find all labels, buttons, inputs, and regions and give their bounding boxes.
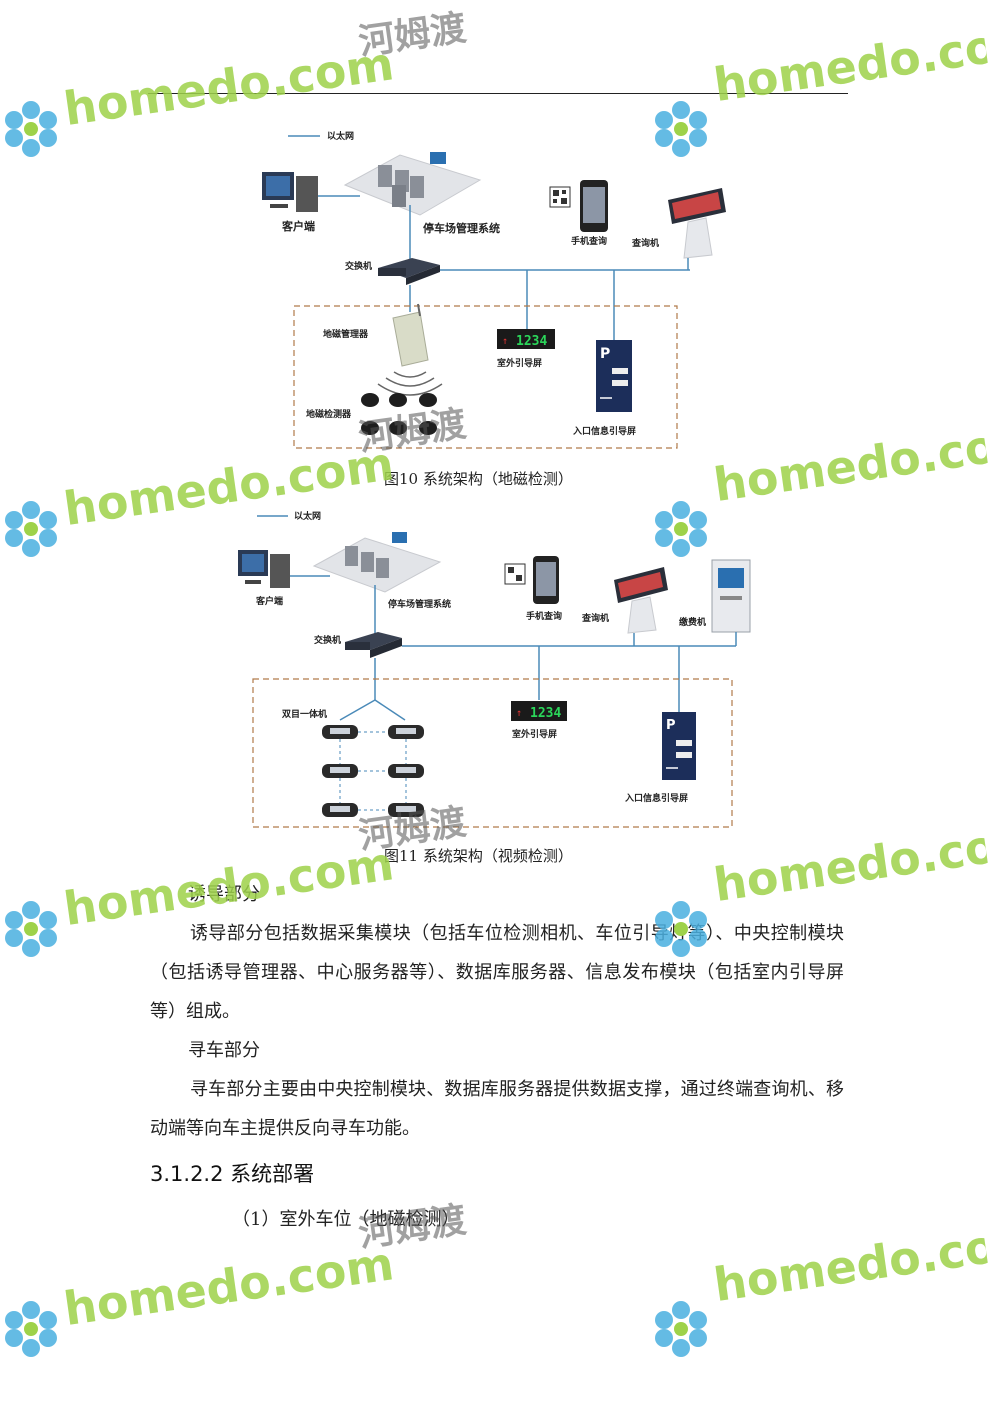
- led-number: 1234: [516, 334, 547, 349]
- entrance-screen-icon-2: P: [662, 712, 696, 780]
- legend-label-2: 以太网: [294, 510, 321, 522]
- svg-text:↑: ↑: [502, 336, 508, 347]
- figure-1-diagram: 以太网 客户端 停车场管理系统: [262, 130, 726, 449]
- qr-code-icon-2: [504, 563, 526, 585]
- phone-icon-2: [533, 556, 559, 604]
- server-cluster-icon-2: [312, 532, 442, 593]
- figure-1-caption: 图10 系统架构（地磁检测）: [384, 470, 573, 488]
- figure-2-diagram: 以太网 客户端 停车场管理系统 手机查询: [238, 510, 751, 828]
- signal-waves-icon: [377, 371, 443, 396]
- find-heading: 寻车部分: [188, 1040, 260, 1061]
- switch-label-2: 交换机: [314, 634, 341, 646]
- watermark-text: homedo.com: [710, 1220, 990, 1312]
- payment-label: 缴费机: [679, 616, 706, 628]
- system-label: 停车场管理系统: [423, 221, 500, 235]
- kiosk-icon: [668, 188, 726, 259]
- svg-text:↑: ↑: [516, 708, 522, 719]
- magnetic-manager-icon: [392, 303, 429, 367]
- svg-text:P: P: [666, 718, 676, 733]
- outdoor-led-screen-2: ↑ 1234: [511, 701, 567, 721]
- legend-label: 以太网: [327, 130, 354, 142]
- client-pc-icon: [262, 172, 318, 212]
- figure-2-caption: 图11 系统架构（视频检测）: [384, 847, 573, 865]
- kiosk-label: 查询机: [631, 237, 659, 249]
- client-label: 客户端: [281, 219, 315, 233]
- qr-code-icon: [549, 186, 571, 208]
- phone-label: 手机查询: [571, 235, 607, 247]
- outdoor-screen-label-2: 室外引导屏: [512, 728, 557, 740]
- phone-label-2: 手机查询: [526, 610, 562, 622]
- watermark-flower-icon: [5, 901, 57, 957]
- system-label-2: 停车场管理系统: [388, 598, 451, 610]
- watermark-text: homedo.com: [60, 1236, 398, 1336]
- payment-machine-icon: [711, 559, 751, 633]
- entrance-screen-label: 入口信息引导屏: [572, 425, 636, 437]
- find-paragraph: 寻车部分主要由中央控制模块、数据库服务器提供数据支撑，通过终端查询机、移动端等向…: [150, 1079, 844, 1139]
- entrance-screen-icon: P: [596, 340, 632, 412]
- outdoor-led-screen: ↑ 1234: [497, 329, 555, 349]
- watermark-flower-icon: [655, 1301, 707, 1357]
- entrance-screen-label-2: 入口信息引导屏: [624, 792, 688, 804]
- phone-icon: [580, 180, 608, 232]
- switch-label: 交换机: [345, 260, 372, 272]
- client-pc-icon-2: [238, 550, 290, 588]
- outdoor-screen-label: 室外引导屏: [497, 357, 542, 369]
- magnetic-detector-icons: [361, 393, 437, 435]
- kiosk-icon-2: [614, 567, 668, 634]
- section-heading: 3.1.2.2 系统部署: [150, 1162, 315, 1186]
- header-rule: [148, 93, 848, 94]
- watermark-flower-icon: [5, 1301, 57, 1357]
- led-number-2: 1234: [530, 706, 561, 721]
- client-label-2: 客户端: [255, 595, 283, 607]
- camera-label: 双目一体机: [282, 708, 327, 720]
- switch-icon-2: [345, 632, 402, 658]
- binocular-camera-icons: [322, 725, 424, 817]
- detection-zone-box: [293, 305, 678, 449]
- architecture-diagrams: 以太网 客户端 停车场管理系统: [238, 130, 751, 828]
- manager-label: 地磁管理器: [323, 328, 369, 340]
- kiosk-label-2: 查询机: [581, 612, 609, 624]
- server-cluster-icon: [343, 152, 482, 216]
- sub-item: （1）室外车位（地磁检测）: [232, 1209, 460, 1230]
- guide-heading: 诱导部分: [188, 884, 260, 905]
- detection-zone-box-2: [252, 678, 733, 828]
- detector-label: 地磁检测器: [306, 408, 352, 420]
- guide-paragraph: 诱导部分包括数据采集模块（包括车位检测相机、车位引导灯等）、中央控制模块（包括诱…: [150, 923, 844, 1022]
- switch-icon: [378, 258, 440, 285]
- svg-text:P: P: [600, 346, 610, 362]
